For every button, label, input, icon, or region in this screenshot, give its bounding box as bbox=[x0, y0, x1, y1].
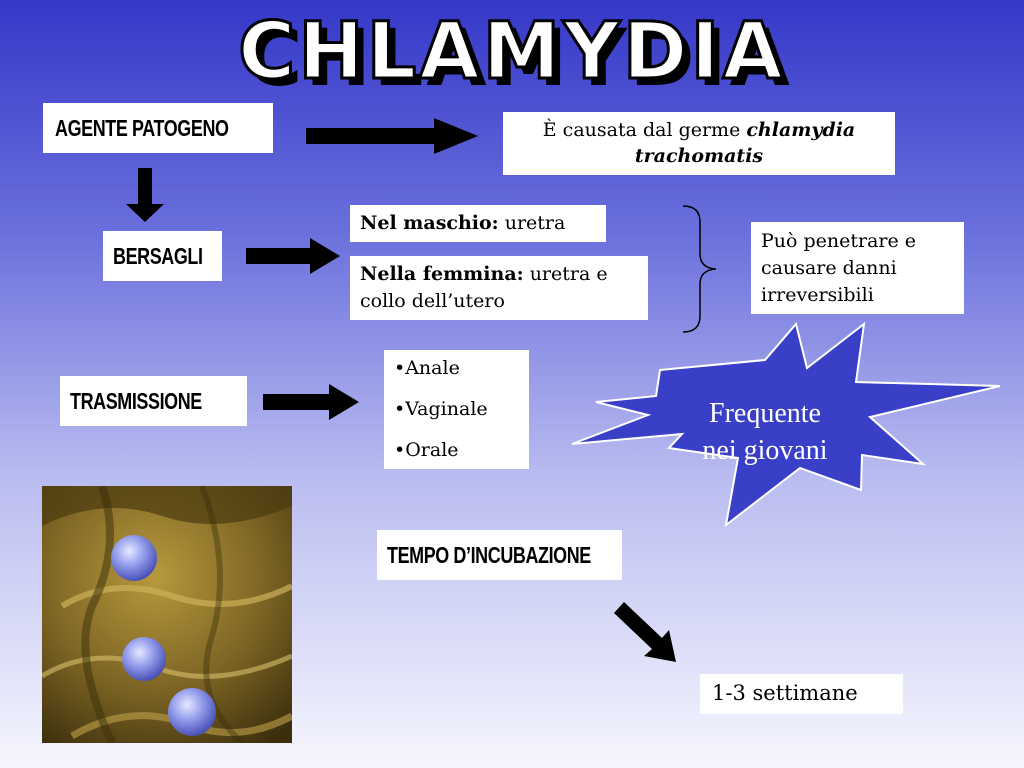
bersagli-label: BERSAGLI bbox=[113, 243, 203, 269]
page-title: CHLAMYDIA bbox=[237, 6, 786, 99]
danni-text: Può penetrare e causare danni irreversib… bbox=[761, 230, 917, 306]
agente-description-germ: chlamydia trachomatis bbox=[634, 119, 856, 167]
arrow-diagonal-incubazione bbox=[612, 600, 682, 666]
bersagli-box: BERSAGLI bbox=[103, 231, 222, 281]
trasmissione-label: TRASMISSIONE bbox=[70, 388, 202, 414]
arrow-right-agente bbox=[306, 116, 480, 156]
agente-patogeno-label: AGENTE PATOGENO bbox=[55, 115, 229, 141]
trasmissione-list-box: •Anale •Vaginale •Orale bbox=[384, 350, 529, 469]
arrow-right-bersagli bbox=[246, 237, 342, 275]
trasmissione-item-anale: •Anale bbox=[394, 357, 460, 379]
danni-box: Può penetrare e causare danni irreversib… bbox=[751, 222, 964, 314]
chlamydia-micrograph bbox=[42, 486, 292, 743]
arrow-down-agente bbox=[124, 168, 166, 224]
maschio-text: uretra bbox=[498, 212, 566, 234]
agente-patogeno-box: AGENTE PATOGENO bbox=[43, 103, 273, 153]
starburst-line-2: nei giovani bbox=[702, 435, 828, 466]
incubazione-value: 1-3 settimane bbox=[712, 681, 858, 705]
incubazione-value-box: 1-3 settimane bbox=[700, 674, 903, 714]
femmina-label: Nella femmina: bbox=[360, 263, 524, 285]
starburst-shape bbox=[570, 322, 1002, 527]
trasmissione-box: TRASMISSIONE bbox=[60, 376, 247, 426]
starburst-line-1: Frequente bbox=[709, 398, 821, 429]
curly-brace bbox=[680, 204, 720, 334]
agente-description-box: È causata dal germe chlamydia trachomati… bbox=[503, 112, 895, 175]
femmina-box: Nella femmina: uretra e collo dell’utero bbox=[350, 256, 648, 320]
arrow-right-trasmissione bbox=[263, 383, 361, 421]
incubazione-box: TEMPO D’INCUBAZIONE bbox=[377, 530, 622, 580]
starburst-text: Frequente nei giovani bbox=[660, 395, 870, 469]
maschio-label: Nel maschio: bbox=[360, 212, 499, 234]
trasmissione-item-vaginale: •Vaginale bbox=[394, 398, 488, 420]
incubazione-label: TEMPO D’INCUBAZIONE bbox=[387, 542, 591, 568]
maschio-box: Nel maschio: uretra bbox=[350, 205, 606, 242]
agente-description-text: È causata dal germe bbox=[542, 119, 747, 141]
trasmissione-item-orale: •Orale bbox=[394, 439, 459, 461]
femmina-text: uretra e collo dell’utero bbox=[360, 263, 608, 312]
